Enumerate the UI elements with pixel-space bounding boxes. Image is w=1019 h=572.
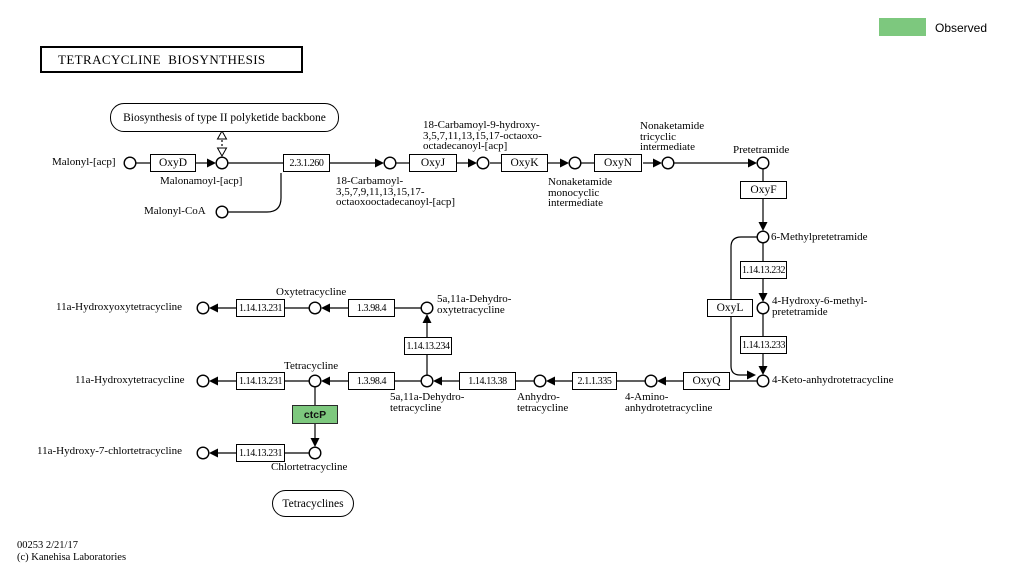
enzyme-box-oxyf[interactable]: OxyF [740, 181, 787, 199]
compound-node-carbamoyl-octaoxo[interactable] [383, 156, 397, 170]
pathway-link-polyketide-backbone[interactable]: Biosynthesis of type II polyketide backb… [110, 103, 339, 132]
compound-label-carbamoyl-9-hydroxy: 18-Carbamoyl-9-hydroxy- 3,5,7,11,13,15,1… [423, 119, 542, 153]
legend-observed-label: Observed [935, 21, 988, 35]
compound-label-malonyl-coa: Malonyl-CoA [144, 205, 206, 217]
enzyme-box-oxyl[interactable]: OxyL [707, 299, 753, 317]
compound-label-11a-hydroxy-7-chlortetracycline: 11a-Hydroxy-7-chlortetracycline [37, 445, 182, 457]
legend-observed-swatch [879, 18, 926, 36]
compound-label-malonyl-acp: Malonyl-[acp] [52, 156, 116, 168]
enzyme-box-1-14-13-231-row1[interactable]: 1.14.13.231 [236, 299, 285, 317]
enzyme-box-1-14-13-232[interactable]: 1.14.13.232 [740, 261, 787, 279]
pathway-link-tetracyclines[interactable]: Tetracyclines [272, 490, 354, 517]
compound-label-pretetramide: Pretetramide [733, 144, 790, 156]
compound-node-malonyl-coa[interactable] [215, 205, 229, 219]
compound-label-carbamoyl-octaoxo: 18-Carbamoyl- 3,5,7,9,11,13,15,17- octao… [336, 175, 456, 209]
enzyme-box-1-14-13-231-row2[interactable]: 1.14.13.231 [236, 372, 285, 390]
compound-node-dehydro-oxytetracycline[interactable] [420, 301, 434, 315]
compound-node-dehydrotetracycline[interactable] [420, 374, 434, 388]
compound-node-malonyl-acp[interactable] [123, 156, 137, 170]
compound-node-4-keto[interactable] [756, 374, 770, 388]
enzyme-box-1-14-13-231-row3[interactable]: 1.14.13.231 [236, 444, 285, 462]
compound-label-4-keto: 4-Keto-anhydrotetracycline [772, 374, 894, 386]
map-id: 00253 2/21/17 [17, 540, 78, 551]
compound-label-tetracycline: Tetracycline [284, 360, 339, 372]
compound-label-11a-hydroxytetracycline: 11a-Hydroxytetracycline [75, 374, 185, 386]
compound-label-nonaketamide-monocyclic: Nonaketamide monocyclic intermediate [548, 176, 613, 210]
compound-label-anhydrotetracycline: Anhydro- tetracycline [517, 391, 569, 414]
enzyme-box-oxyn[interactable]: OxyN [594, 154, 642, 172]
compound-node-11a-hydroxytetracycline[interactable] [196, 374, 210, 388]
copyright: (c) Kanehisa Laboratories [17, 551, 127, 563]
pathway-title: TETRACYCLINE BIOSYNTHESIS [40, 46, 303, 73]
compound-node-anhydrotetracycline[interactable] [533, 374, 547, 388]
compound-label-oxytetracycline: Oxytetracycline [276, 286, 347, 298]
compound-label-nonaketamide-tricyclic: Nonaketamide tricyclic intermediate [640, 120, 705, 154]
compound-node-malonamoyl-acp[interactable] [215, 156, 229, 170]
compound-label-chlortetracycline: Chlortetracycline [271, 461, 348, 473]
enzyme-box-1-14-13-38[interactable]: 1.14.13.38 [459, 372, 516, 390]
compound-label-6-methylpretetramide: 6-Methylpretetramide [771, 231, 868, 243]
compound-node-tetracycline[interactable] [308, 374, 322, 388]
enzyme-box-oxyd[interactable]: OxyD [150, 154, 196, 172]
enzyme-box-1-14-13-234[interactable]: 1.14.13.234 [404, 337, 452, 355]
enzyme-box-1-14-13-233[interactable]: 1.14.13.233 [740, 336, 787, 354]
compound-node-11a-hydroxy-7-chlortetracycline[interactable] [196, 446, 210, 460]
compound-node-nonaketamide-monocyclic[interactable] [568, 156, 582, 170]
enzyme-box-1-3-98-4-tetracycline[interactable]: 1.3.98.4 [348, 372, 395, 390]
compound-node-oxytetracycline[interactable] [308, 301, 322, 315]
compound-label-11a-hydroxyoxytetracycline: 11a-Hydroxyoxytetracycline [56, 301, 183, 313]
enzyme-box-ctcp-observed[interactable]: ctcP [292, 405, 338, 424]
enzyme-box-2-1-1-335[interactable]: 2.1.1.335 [572, 372, 617, 390]
compound-node-11a-hydroxyoxytetracycline[interactable] [196, 301, 210, 315]
enzyme-box-oxyk[interactable]: OxyK [501, 154, 548, 172]
compound-node-pretetramide[interactable] [756, 156, 770, 170]
compound-node-6-methylpretetramide[interactable] [756, 230, 770, 244]
compound-node-4-amino[interactable] [644, 374, 658, 388]
compound-label-dehydrotetracycline: 5a,11a-Dehydro- tetracycline [390, 391, 465, 414]
compound-label-4-hydroxy-6-methyl: 4-Hydroxy-6-methyl- pretetramide [772, 295, 868, 318]
map-footer: 00253 2/21/17(c) Kanehisa Laboratories [17, 540, 126, 563]
enzyme-box-2-3-1-260[interactable]: 2.3.1.260 [283, 154, 330, 172]
enzyme-box-1-3-98-4-oxytetracycline[interactable]: 1.3.98.4 [348, 299, 395, 317]
enzyme-box-oxyq[interactable]: OxyQ [683, 372, 730, 390]
compound-node-carbamoyl-9-hydroxy[interactable] [476, 156, 490, 170]
compound-node-4-hydroxy-6-methyl[interactable] [756, 301, 770, 315]
compound-label-malonamoyl-acp: Malonamoyl-[acp] [160, 175, 243, 187]
compound-node-chlortetracycline[interactable] [308, 446, 322, 460]
enzyme-box-oxyj[interactable]: OxyJ [409, 154, 457, 172]
compound-label-4-amino: 4-Amino- anhydrotetracycline [625, 391, 713, 414]
compound-node-nonaketamide-tricyclic[interactable] [661, 156, 675, 170]
compound-label-dehydro-oxytetracycline: 5a,11a-Dehydro- oxytetracycline [437, 293, 512, 316]
